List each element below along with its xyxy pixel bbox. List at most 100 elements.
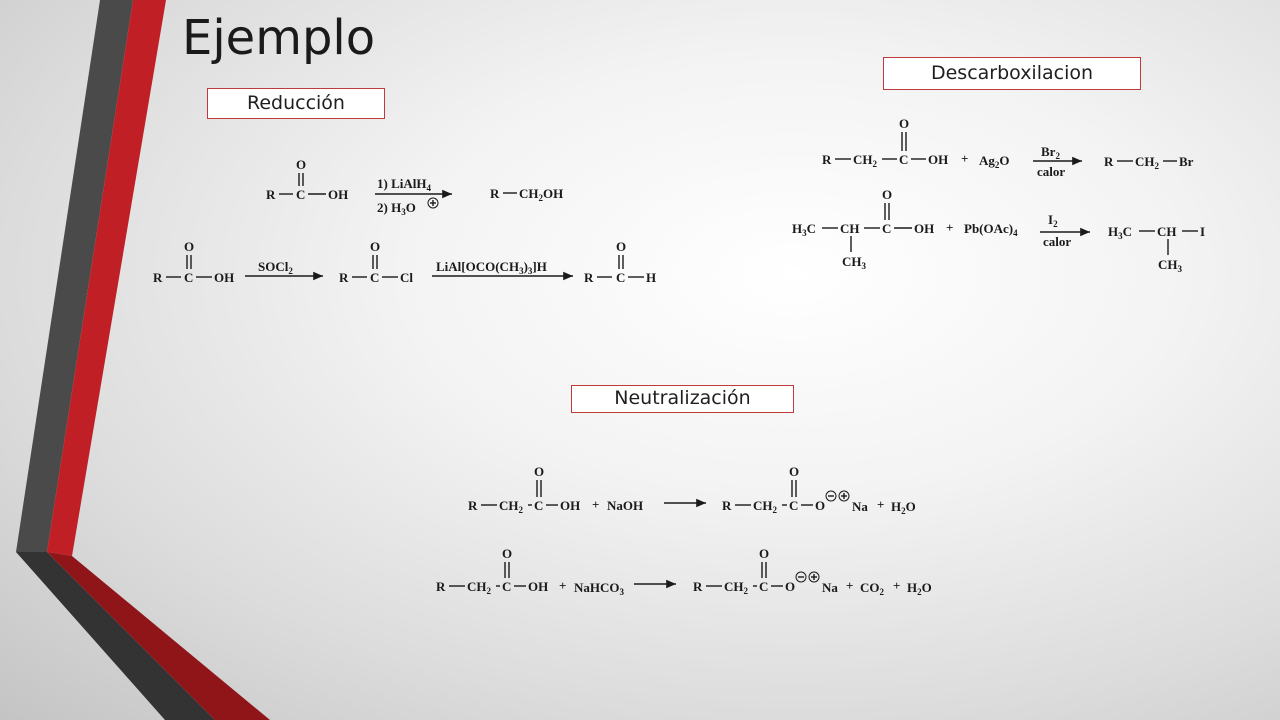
d2-ch: CH xyxy=(840,221,860,236)
acyl-chloride-o: O xyxy=(370,239,380,254)
n1-product-r: R xyxy=(722,498,732,513)
r2-c: C xyxy=(184,270,193,285)
reactant-c: C xyxy=(296,187,305,202)
decorative-stripes xyxy=(16,0,270,720)
decarboxylation-reaction-2: H3C CH CH3 C O OH + Pb(OAc)4 I2 calor H3… xyxy=(792,187,1205,274)
n1-product-o-minus: O xyxy=(815,498,825,513)
aldehyde-o: O xyxy=(616,239,626,254)
n2-c: C xyxy=(502,579,511,594)
reduccion-label: Reducción xyxy=(207,88,385,119)
reactant-o: O xyxy=(296,157,306,172)
reduction-reaction-1: R C O OH 1) LiAlH4 2) H3O R CH2OH xyxy=(266,157,563,217)
reagent-lialh4: 1) LiAlH4 xyxy=(377,176,431,193)
n2-product-c: C xyxy=(759,579,768,594)
reactant-r: R xyxy=(266,187,276,202)
d2-plus: + xyxy=(946,220,953,235)
reagent-nahco3: NaHCO3 xyxy=(574,580,625,597)
reagent-ag2o: Ag2O xyxy=(979,153,1010,170)
n1-oh: OH xyxy=(560,498,580,513)
d1-ch2: CH2 xyxy=(853,152,878,169)
r2-oh: OH xyxy=(214,270,234,285)
d2-ch3-branch: CH3 xyxy=(842,254,867,271)
d2-h3c: H3C xyxy=(792,221,816,238)
d1-calor: calor xyxy=(1037,164,1065,179)
d2-oh: OH xyxy=(914,221,934,236)
n2-product-o-minus: O xyxy=(785,579,795,594)
n2-product-r: R xyxy=(693,579,703,594)
n1-o: O xyxy=(534,464,544,479)
neutralization-reaction-1: R CH2 C O OH + NaOH R CH2 C O O Na + H2O xyxy=(468,464,916,516)
n1-plus: + xyxy=(592,497,599,512)
gray-stripe xyxy=(16,0,133,552)
n1-product-c: C xyxy=(789,498,798,513)
d2-product-h3c: H3C xyxy=(1108,224,1132,241)
neutralizacion-label: Neutralización xyxy=(571,385,794,413)
d2-c: C xyxy=(882,221,891,236)
d2-product-ch3: CH3 xyxy=(1158,257,1183,274)
reagent-i2: I2 xyxy=(1048,212,1058,229)
r2-o: O xyxy=(184,239,194,254)
n2-product-h2o: H2O xyxy=(907,580,932,597)
reactant-oh: OH xyxy=(328,187,348,202)
d1-r: R xyxy=(822,152,832,167)
d1-product-r: R xyxy=(1104,154,1114,169)
aldehyde-h: H xyxy=(646,270,656,285)
d1-product-ch2: CH2 xyxy=(1135,154,1160,171)
reagent-pboac4: Pb(OAc)4 xyxy=(964,221,1018,238)
n1-product-ch2: CH2 xyxy=(753,498,778,515)
decarboxylation-reaction-1: R CH2 C O OH + Ag2O Br2 calor R CH2 Br xyxy=(822,116,1194,179)
n2-product-na: Na xyxy=(822,580,838,595)
d2-product-ch: CH xyxy=(1157,224,1177,239)
n1-product-h2o: H2O xyxy=(891,499,916,516)
d1-plus: + xyxy=(961,151,968,166)
acyl-chloride-cl: Cl xyxy=(400,270,413,285)
reagent-h3o: 2) H3O xyxy=(377,200,416,217)
d1-c: C xyxy=(899,152,908,167)
d2-product-i: I xyxy=(1200,224,1205,239)
d1-oh: OH xyxy=(928,152,948,167)
n2-product-o: O xyxy=(759,546,769,561)
n2-o: O xyxy=(502,546,512,561)
reagent-br2: Br2 xyxy=(1041,144,1060,161)
product-r: R xyxy=(490,186,500,201)
acyl-chloride-r: R xyxy=(339,270,349,285)
n2-plus-3: + xyxy=(893,578,900,593)
acyl-chloride-c: C xyxy=(370,270,379,285)
r2-r: R xyxy=(153,270,163,285)
n2-plus: + xyxy=(559,578,566,593)
minus-charge-2 xyxy=(795,571,807,583)
d2-o: O xyxy=(882,187,892,202)
red-stripe xyxy=(47,0,166,556)
n1-ch2: CH2 xyxy=(499,498,524,515)
n1-product-na: Na xyxy=(852,499,868,514)
product-ch2oh: CH2OH xyxy=(519,186,563,203)
reduction-reaction-2: R C O OH SOCl2 R C O Cl LiAl[OCO(CH3)3]H… xyxy=(153,239,656,285)
n1-product-o: O xyxy=(789,464,799,479)
n2-plus-2: + xyxy=(846,578,853,593)
n1-r: R xyxy=(468,498,478,513)
plus-charge-2 xyxy=(808,571,820,583)
n2-ch2: CH2 xyxy=(467,579,492,596)
dark-red-stripe-bottom xyxy=(47,552,270,720)
n1-c: C xyxy=(534,498,543,513)
neutralization-reaction-2: R CH2 C O OH + NaHCO3 R CH2 C O O Na + C… xyxy=(436,546,932,597)
minus-charge xyxy=(825,490,837,502)
plus-charge xyxy=(838,490,850,502)
d1-product-br: Br xyxy=(1179,154,1194,169)
reagent-lialoco: LiAl[OCO(CH3)3]H xyxy=(436,259,547,276)
n2-product-co2: CO2 xyxy=(860,580,885,597)
d1-o: O xyxy=(899,116,909,131)
aldehyde-c: C xyxy=(616,270,625,285)
d2-calor: calor xyxy=(1043,234,1071,249)
n2-oh: OH xyxy=(528,579,548,594)
reagent-naoh: NaOH xyxy=(607,498,643,513)
slide-title: Ejemplo xyxy=(182,10,376,66)
n2-r: R xyxy=(436,579,446,594)
n2-product-ch2: CH2 xyxy=(724,579,749,596)
descarboxilacion-label: Descarboxilacion xyxy=(883,57,1141,90)
reagent-socl2: SOCl2 xyxy=(258,259,293,276)
n1-plus-2: + xyxy=(877,497,884,512)
aldehyde-r: R xyxy=(584,270,594,285)
dark-stripe-bottom xyxy=(16,552,215,720)
